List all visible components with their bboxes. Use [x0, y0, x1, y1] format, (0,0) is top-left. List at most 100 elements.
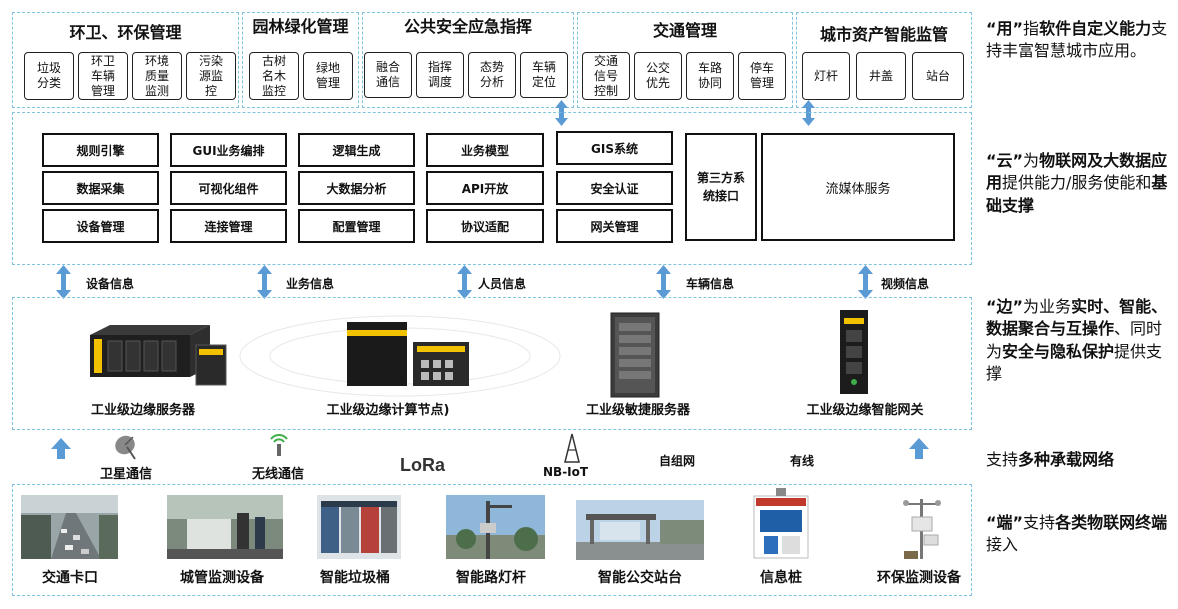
app-item-manhole[interactable]: 井盖 [856, 52, 906, 100]
app-item-ancient-trees[interactable]: 古树 名木 监控 [249, 52, 299, 100]
app-item-fusion-comm[interactable]: 融合 通信 [364, 52, 412, 98]
app-item-greenspace[interactable]: 绿地 管理 [303, 52, 353, 100]
side-note-edge-text2: 、同时为 [986, 319, 1163, 361]
side-note-edge-quote: “边” [986, 297, 1024, 316]
app-item-signal-control[interactable]: 交通 信号 控制 [582, 52, 630, 100]
side-note-cloud-bold2: 基础支撑 [986, 173, 1168, 215]
edge-node-label: 工业级边缘计算节点) [326, 403, 450, 418]
app-item-env-quality[interactable]: 环境 质量 监测 [132, 52, 182, 100]
module-api[interactable]: API开放 [426, 171, 544, 205]
app-item-station[interactable]: 站台 [912, 52, 964, 100]
terminal-label-city-monitoring: 城管监测设备 [180, 570, 264, 586]
side-note-use-text2: 支持丰富智慧城市应用。 [986, 19, 1168, 61]
edge-layer [12, 297, 972, 430]
app-item-parking[interactable]: 停车 管理 [738, 52, 786, 100]
module-logic-gen[interactable]: 逻辑生成 [298, 133, 415, 167]
city-monitoring-image [167, 495, 283, 559]
nbiot-tower-icon [564, 433, 580, 463]
module-gateway-mgmt[interactable]: 网关管理 [556, 209, 673, 243]
side-note-terminal: “端”支持各类物联网终端接入 [986, 512, 1170, 557]
module-security-auth[interactable]: 安全认证 [556, 171, 673, 205]
category-title-public-safety: 公共安全应急指挥 [403, 17, 532, 36]
side-note-network: 支持多种承载网络 [986, 449, 1170, 471]
app-item-vehicle-road[interactable]: 车路 协同 [686, 52, 734, 100]
terminal-label-checkpoint: 交通卡口 [42, 570, 98, 586]
side-note-cloud: “云”为物联网及大数据应用提供能力/服务使能和基础支撑 [986, 150, 1170, 217]
side-note-use-text1: 指 [1023, 19, 1040, 38]
terminal-label-streetlight: 智能路灯杆 [456, 570, 526, 586]
side-note-edge-bold1: 实时、智能、数据聚合与互操作 [986, 297, 1168, 339]
module-rule-engine[interactable]: 规则引擎 [42, 133, 159, 167]
network-adhoc-label: 自组网 [659, 454, 696, 468]
network-nbiot-label: NB-IoT [543, 465, 589, 479]
edge-server-image [90, 325, 227, 386]
app-layer-group-2 [242, 12, 359, 108]
category-title-greening: 园林绿化管理 [252, 17, 349, 36]
side-note-use-quote: “用” [986, 19, 1024, 38]
smart-streetlight-image [446, 495, 545, 559]
side-note-terminal-text2: 接入 [986, 535, 1019, 555]
network-wired-label: 有线 [790, 454, 815, 468]
side-note-cloud-quote: “云” [986, 151, 1024, 170]
module-third-party-interface[interactable]: 第三方系统接口 [685, 133, 757, 241]
module-data-collection[interactable]: 数据采集 [42, 171, 159, 205]
app-layer-group-4 [577, 12, 793, 108]
module-big-data[interactable]: 大数据分析 [298, 171, 415, 205]
app-item-pollution-source[interactable]: 污染 源监 控 [186, 52, 236, 100]
side-note-edge-text1: 为业务 [1023, 297, 1072, 316]
side-note-network-text: 支持 [986, 450, 1019, 469]
agile-server-label: 工业级敏捷服务器 [585, 403, 690, 418]
edge-server-label: 工业级边缘服务器 [90, 403, 195, 418]
app-item-vehicle-location[interactable]: 车辆 定位 [520, 52, 568, 98]
smart-bus-station-image [576, 500, 704, 560]
side-note-edge-text3: 提供支撑 [986, 341, 1163, 384]
edge-gateway-image [840, 310, 868, 394]
app-item-bus-priority[interactable]: 公交 优先 [634, 52, 682, 100]
app-item-command-dispatch[interactable]: 指挥 调度 [416, 52, 464, 98]
app-item-situation-analysis[interactable]: 态势 分析 [468, 52, 516, 98]
side-note-terminal-text1: 支持 [1023, 513, 1056, 532]
edge-gateway-label: 工业级边缘智能网关 [806, 403, 924, 418]
category-title-city-assets: 城市资产智能监管 [819, 25, 948, 44]
terminal-label-env-monitoring: 环保监测设备 [877, 570, 961, 586]
side-note-edge-bold2: 安全与隐私保护 [1002, 341, 1115, 361]
side-note-cloud-bold1: 物联网及大数据应用 [986, 151, 1168, 193]
terminal-layer [12, 484, 972, 596]
category-title-sanitation: 环卫、环保管理 [69, 23, 182, 42]
terminal-label-trash: 智能垃圾桶 [320, 570, 390, 586]
terminal-label-info-kiosk: 信息桩 [760, 570, 802, 586]
agile-server-image [610, 312, 660, 398]
side-note-cloud-text2: 提供能力/服务使能和 [1002, 173, 1152, 193]
app-item-light-pole[interactable]: 灯杆 [802, 52, 850, 100]
cloud-layer [12, 112, 972, 265]
module-config-mgmt[interactable]: 配置管理 [298, 209, 415, 243]
flow-label-vehicle: 车辆信息 [686, 277, 735, 291]
flow-label-personnel: 人员信息 [478, 277, 527, 291]
traffic-checkpoint-image [21, 495, 118, 559]
module-visual-components[interactable]: 可视化组件 [170, 171, 287, 205]
module-business-model[interactable]: 业务模型 [426, 133, 544, 167]
app-layer-group-3 [362, 12, 574, 108]
app-item-garbage-sorting[interactable]: 垃圾 分类 [24, 52, 74, 100]
module-gis[interactable]: GIS系统 [556, 131, 673, 165]
category-title-traffic: 交通管理 [652, 21, 717, 40]
module-device-mgmt[interactable]: 设备管理 [42, 209, 159, 243]
module-connection-mgmt[interactable]: 连接管理 [170, 209, 287, 243]
app-item-sanitation-vehicles[interactable]: 环卫 车辆 管理 [78, 52, 128, 100]
info-kiosk-image [753, 488, 809, 559]
side-note-cloud-text1: 为 [1023, 151, 1040, 170]
side-note-edge: “边”为业务实时、智能、数据聚合与互操作、同时为安全与隐私保护提供支撑 [986, 296, 1170, 386]
smart-trash-image [317, 495, 401, 559]
module-protocol-adapter[interactable]: 协议适配 [426, 209, 544, 243]
side-note-terminal-bold: 各类物联网终端 [1055, 513, 1168, 532]
module-streaming-media[interactable]: 流媒体服务 [761, 133, 955, 241]
network-lora-logo: LoRa [400, 455, 445, 475]
wireless-antenna-icon [270, 434, 288, 456]
module-gui-orchestration[interactable]: GUI业务编排 [170, 133, 287, 167]
side-note-use-bold: 软件自定义能力 [1039, 19, 1152, 38]
flow-label-device: 设备信息 [86, 277, 135, 291]
flow-label-business: 业务信息 [286, 277, 335, 291]
